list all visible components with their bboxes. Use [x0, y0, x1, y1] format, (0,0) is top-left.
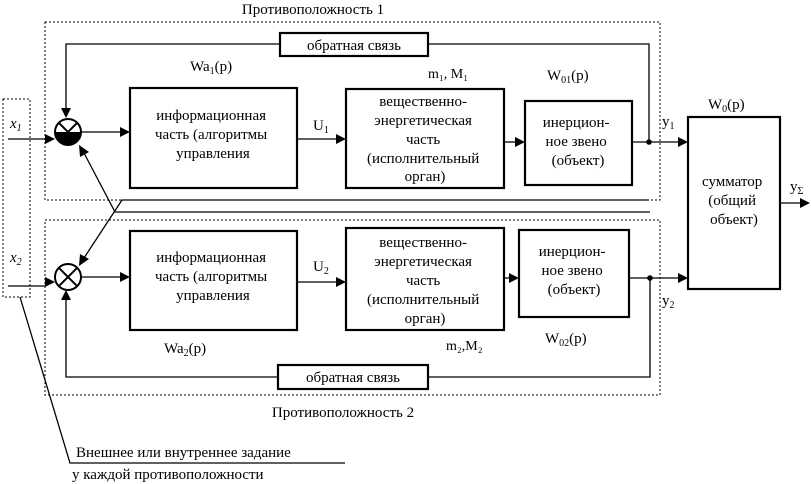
signal-u2: U2 [313, 259, 329, 277]
output-y1-label: y1 [662, 114, 675, 132]
contradiction-2-label: Противоположность 2 [272, 405, 414, 421]
feedback-1-line-right [428, 43, 650, 142]
summing-junction-2 [54, 263, 82, 291]
feedback-2-line-left [65, 298, 278, 378]
cross-link-to-j1-arrow [79, 145, 89, 157]
contradiction-1-label: Противоположность 1 [242, 2, 384, 18]
cross-link-to-j2 [83, 199, 649, 259]
summator-text: сумматор (общий объект) [702, 174, 766, 228]
inertial-block-2 [517, 228, 631, 319]
output-y2-label: y2 [662, 293, 675, 311]
output-y1-arrow [678, 137, 688, 147]
params-1: m₁, M₁ [428, 67, 468, 82]
input-x1-label: x1 [9, 116, 22, 134]
inertial-block-2-text: инерцион- ное звено (объект) [539, 244, 610, 298]
energy-block-1 [344, 87, 506, 190]
inertial-block-1-text: инерцион- ное звено (объект) [543, 115, 614, 169]
input-x2-label: x2 [9, 250, 22, 268]
energy-block-2-text: вещественно- энергетическая часть (испол… [367, 235, 483, 327]
link-energy1-inertial1-arrow [515, 137, 525, 147]
transfer-fn-02: W02(p) [545, 331, 587, 349]
input-x1-arrow [45, 134, 55, 144]
external-task-label: Внешнее или внутреннее задание у каждой … [72, 445, 295, 483]
output-ysum-label: yΣ [790, 179, 804, 197]
feedback-1-arrow [61, 108, 71, 118]
transfer-fn-a1: Wa1(p) [190, 59, 232, 77]
energy-block-2 [344, 226, 506, 332]
link-j2-info2-arrow [120, 272, 130, 282]
energy-block-1-text: вещественно- энергетическая часть (испол… [367, 94, 483, 185]
transfer-fn-0: W0(p) [708, 97, 745, 115]
inputs-region [2, 98, 31, 298]
link-info1-energy1-arrow [336, 134, 346, 144]
feedback-1-line-left [65, 43, 280, 110]
contradiction-2-region [44, 219, 661, 396]
info-block-1-text: информационная часть (алгоритмы управлен… [155, 108, 271, 162]
inertial-block-1 [523, 99, 634, 187]
transfer-fn-a2: Wa2(p) [164, 341, 206, 359]
cross-link-to-j1 [83, 152, 650, 213]
link-info2-energy2-arrow [336, 277, 346, 287]
output-y1-node [646, 139, 652, 145]
params-2: m₂,M₂ [446, 339, 483, 354]
output-ysum-arrow [800, 198, 810, 208]
summing-junction-1 [54, 118, 82, 146]
feedback-2-label: обратная связь [306, 370, 400, 386]
link-energy2-inertial2-arrow [509, 273, 519, 283]
feedback-2-line-right [428, 278, 651, 378]
external-task-leader [19, 296, 345, 464]
feedback-2-arrow [61, 290, 71, 300]
link-j1-info1-arrow [120, 127, 130, 137]
output-y2-arrow [678, 273, 688, 283]
info-block-1 [128, 86, 299, 190]
info-block-2-text: информационная часть (алгоритмы управлен… [155, 250, 271, 304]
feedback-1-label: обратная связь [307, 38, 401, 54]
input-x2-arrow [45, 277, 55, 287]
cross-link-to-j2-arrow [79, 254, 89, 266]
signal-u1: U1 [313, 118, 329, 136]
transfer-fn-01: W01(p) [547, 68, 589, 86]
info-block-2 [128, 229, 299, 332]
output-y2-node [647, 275, 653, 281]
